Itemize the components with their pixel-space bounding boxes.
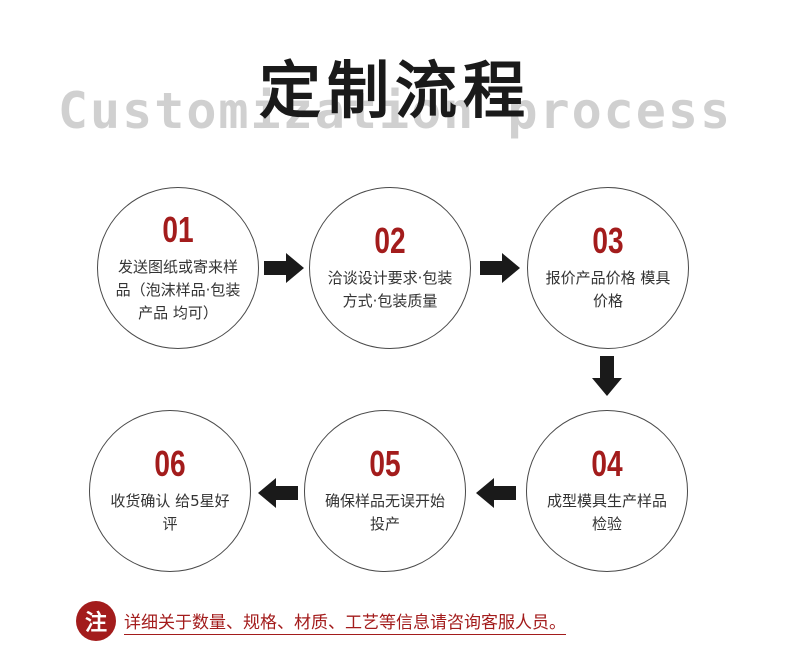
page-title: 定制流程 (258, 54, 531, 127)
subtitle-watermark: Customization process (57, 82, 733, 140)
step-text: 确保样品无误开始投产 (324, 492, 445, 533)
step-number: 04 (591, 443, 623, 484)
arrow-left-icon (476, 478, 516, 508)
step-02: 02 洽谈设计要求·包装方式·包装质量 (309, 187, 471, 349)
step-05: 05 确保样品无误开始投产 (304, 410, 466, 572)
note-badge: 注 (76, 601, 116, 641)
step-text: 发送图纸或寄来样品（泡沫样品·包装产品 均可） (115, 257, 241, 322)
step-number: 03 (592, 220, 624, 261)
arrow-down-icon (592, 356, 622, 396)
step-text: 报价产品价格 模具价格 (545, 269, 671, 310)
step-number: 02 (374, 220, 406, 261)
footnote: 注 详细关于数量、规格、材质、工艺等信息请咨询客服人员。 (76, 601, 566, 641)
step-text: 收货确认 给5星好评 (110, 492, 230, 533)
step-number: 01 (162, 208, 194, 250)
step-04: 04 成型模具生产样品检验 (526, 410, 688, 572)
step-text: 洽谈设计要求·包装方式·包装质量 (327, 269, 453, 310)
arrow-right-icon (480, 253, 520, 283)
arrow-left-icon (258, 478, 298, 508)
arrow-right-icon (264, 253, 304, 283)
note-text: 详细关于数量、规格、材质、工艺等信息请咨询客服人员。 (124, 608, 566, 635)
step-number: 06 (154, 443, 186, 484)
step-03: 03 报价产品价格 模具价格 (527, 187, 689, 349)
step-text: 成型模具生产样品检验 (546, 492, 667, 533)
step-06: 06 收货确认 给5星好评 (89, 410, 251, 572)
step-number: 05 (369, 443, 401, 484)
step-01: 01 发送图纸或寄来样品（泡沫样品·包装产品 均可） (97, 187, 259, 349)
